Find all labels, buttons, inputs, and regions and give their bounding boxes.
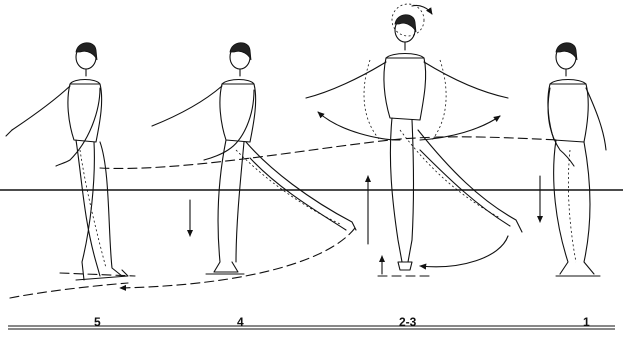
step-label-2-3: 2-3	[399, 315, 416, 329]
step-label-5: 5	[94, 315, 101, 329]
floor-dash-5	[10, 283, 128, 298]
figure-step-1	[540, 43, 606, 276]
figure-step-4	[152, 43, 356, 274]
floor-dash-5b	[60, 273, 135, 276]
leg-trajectory-dashed	[120, 228, 355, 288]
arm-trajectory-dashed	[100, 137, 560, 169]
figure-step-5	[6, 43, 128, 280]
step-label-4: 4	[237, 315, 244, 329]
step-label-1: 1	[583, 315, 590, 329]
figure-step-2-3	[306, 4, 522, 276]
